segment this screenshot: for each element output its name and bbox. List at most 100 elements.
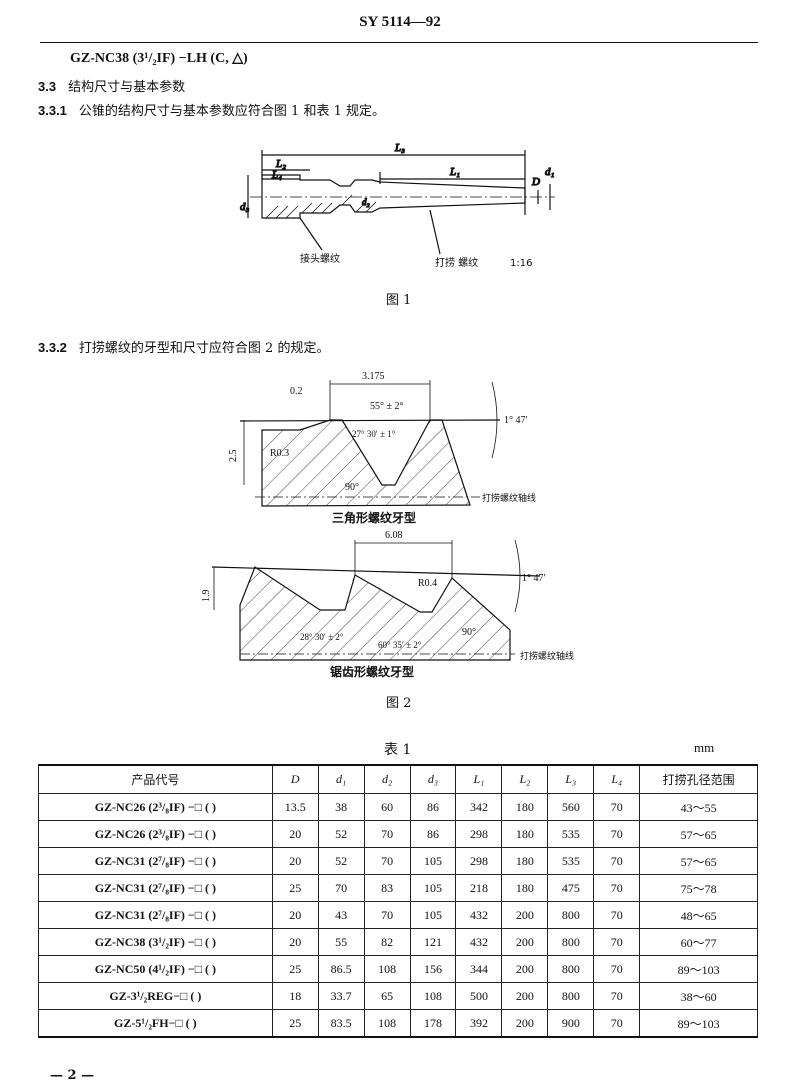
triangle-pitch: 3.175 [362, 371, 385, 382]
section-number: 3.3 [38, 79, 57, 94]
table-cell: 475 [547, 874, 595, 902]
table-cell: 38～60 [639, 982, 758, 1010]
column-header: 产品代号 [38, 764, 273, 794]
column-header: d₂ [363, 764, 411, 794]
spec-line: GZ-NC38 (3¹/₂IF) −LH (C, △) [70, 51, 248, 66]
table-cell: 89～103 [639, 955, 758, 983]
triangle-flat: 0.2 [290, 386, 303, 397]
triangle-title: 三角形螺纹牙型 [332, 510, 416, 525]
product-code-cell: GZ-NC38 (3¹/₂IF) −□ ( ) [38, 928, 273, 956]
figure-1-caption: 图 1 [386, 293, 412, 308]
buttress-taper-angle: 1° 47′ [522, 573, 546, 584]
table-cell: 70 [363, 820, 411, 848]
table-cell: 900 [547, 1009, 595, 1038]
table-cell: 535 [547, 847, 595, 875]
table-cell: 108 [409, 982, 457, 1010]
column-header: L₁ [455, 764, 503, 794]
triangle-right-angle: 90° [345, 482, 359, 493]
table-cell: 180 [501, 847, 549, 875]
table-cell: 70 [593, 874, 641, 902]
page-number: — 2 — [50, 1068, 95, 1083]
section-title: 结构尺寸与基本参数 [68, 80, 186, 95]
table-cell: 20 [271, 901, 319, 929]
table-cell: 60～77 [639, 928, 758, 956]
table-cell: 18 [271, 982, 319, 1010]
table-cell: 180 [501, 793, 549, 821]
product-code-cell: GZ-NC31 (2⁷/₈IF) −□ ( ) [38, 901, 273, 929]
table-cell: 57～65 [639, 820, 758, 848]
table-cell: 43～55 [639, 793, 758, 821]
table-cell: 200 [501, 1009, 549, 1038]
buttress-angle-2: 60° 35′ ± 2° [378, 640, 422, 650]
table-cell: 535 [547, 820, 595, 848]
buttress-pitch: 6.08 [385, 530, 403, 541]
table-cell: 33.7 [317, 982, 365, 1010]
table-cell: 800 [547, 901, 595, 929]
section-text: 公锥的结构尺寸与基本参数应符合图 1 和表 1 规定。 [78, 104, 385, 119]
section-number: 3.3.2 [38, 340, 67, 355]
triangle-height: 2.5 [228, 450, 239, 463]
table-cell: 432 [455, 901, 503, 929]
table-cell: 86 [409, 793, 457, 821]
table-cell: 298 [455, 820, 503, 848]
table-cell: 392 [455, 1009, 503, 1038]
table-cell: 65 [363, 982, 411, 1010]
label-fishing-thread: 打捞 螺纹 [435, 256, 478, 269]
table-cell: 70 [593, 982, 641, 1010]
product-code-cell: GZ-NC31 (2⁷/₈IF) −□ ( ) [38, 874, 273, 902]
table-cell: 800 [547, 928, 595, 956]
label-L2: L₂ [275, 158, 286, 170]
buttress-angle-1: 28° 30′ ± 2° [300, 632, 344, 642]
table-cell: 70 [593, 820, 641, 848]
column-header: L₂ [501, 764, 549, 794]
table-1-unit: mm [694, 740, 715, 755]
column-header: L₄ [593, 764, 641, 794]
table-cell: 57～65 [639, 847, 758, 875]
table-cell: 105 [409, 847, 457, 875]
table-cell: 432 [455, 928, 503, 956]
table-cell: 70 [593, 928, 641, 956]
section-3-3-1: 3.3.1 公锥的结构尺寸与基本参数应符合图 1 和表 1 规定。 [38, 100, 385, 119]
triangle-axis-label: 打捞螺纹轴线 [482, 492, 536, 504]
column-header: d₁ [317, 764, 365, 794]
column-header: d₃ [409, 764, 457, 794]
table-cell: 83 [363, 874, 411, 902]
table-cell: 70 [593, 847, 641, 875]
table-cell: 25 [271, 874, 319, 902]
table-cell: 13.5 [271, 793, 319, 821]
column-header: D [271, 764, 319, 794]
table-cell: 200 [501, 928, 549, 956]
label-L3: L₃ [394, 142, 405, 154]
table-cell: 20 [271, 820, 319, 848]
table-cell: 200 [501, 901, 549, 929]
table-cell: 500 [455, 982, 503, 1010]
section-number: 3.3.1 [38, 103, 67, 118]
table-cell: 20 [271, 847, 319, 875]
label-L4: L₄ [271, 169, 282, 181]
table-cell: 70 [593, 901, 641, 929]
table-cell: 86 [409, 820, 457, 848]
table-cell: 108 [363, 1009, 411, 1038]
label-joint-thread: 接头螺纹 [300, 252, 340, 265]
table-cell: 200 [501, 955, 549, 983]
table-cell: 52 [317, 820, 365, 848]
buttress-root-radius: R0.4 [418, 578, 437, 589]
table-cell: 82 [363, 928, 411, 956]
table-cell: 25 [271, 955, 319, 983]
table-cell: 800 [547, 955, 595, 983]
table-cell: 20 [271, 928, 319, 956]
table-cell: 180 [501, 820, 549, 848]
table-cell: 105 [409, 874, 457, 902]
table-cell: 178 [409, 1009, 457, 1038]
table-cell: 70 [317, 874, 365, 902]
triangle-angle: 55° ± 2° [370, 401, 404, 412]
table-1-title: 表 1 [384, 742, 412, 758]
